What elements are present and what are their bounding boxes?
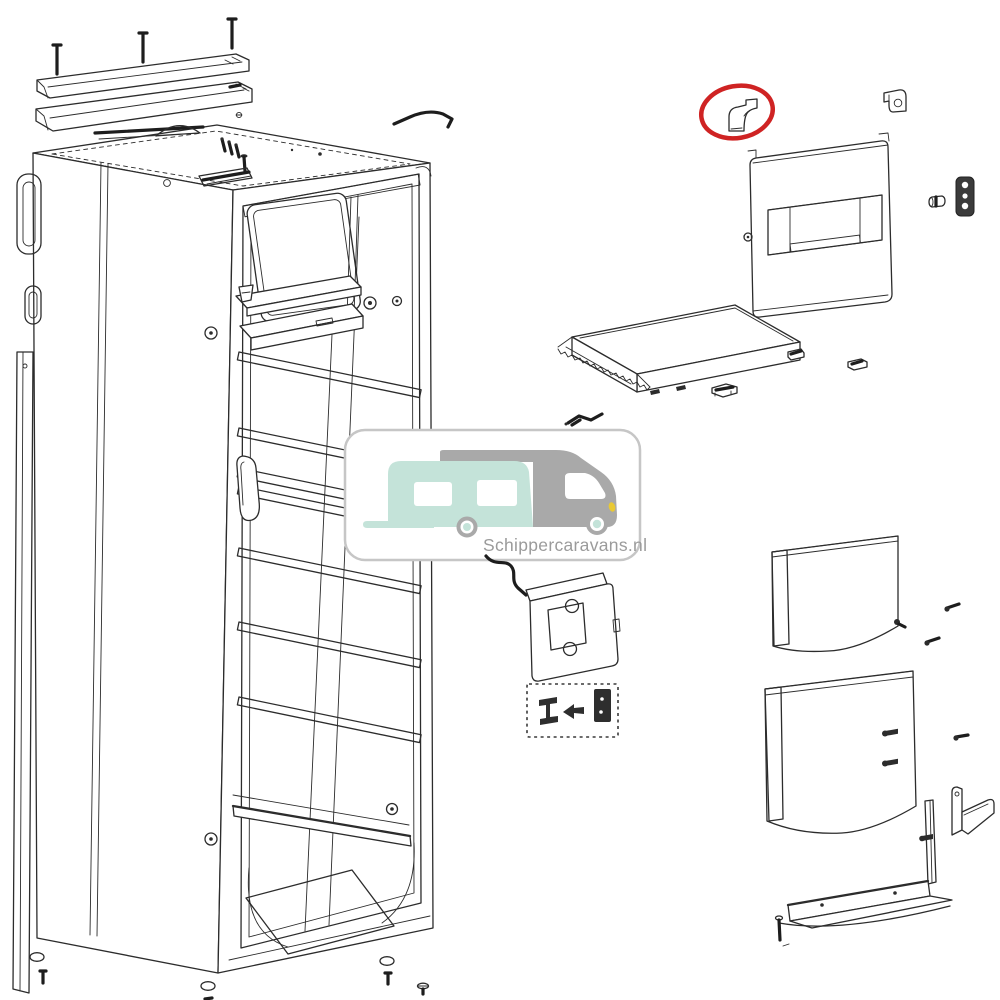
door-screw [743, 232, 753, 242]
kit-bracket [539, 697, 558, 725]
lower-tray [239, 303, 364, 351]
serrated-edge [557, 348, 651, 391]
hinge-bolt [928, 195, 946, 208]
installation-kit-box [526, 683, 619, 738]
drain-rail [774, 879, 953, 947]
highlight-ellipse [699, 83, 775, 141]
mounting-rail-upper [36, 53, 250, 99]
watermark-text: Schippercaravans.nl [483, 535, 647, 555]
evaporator-tray [557, 304, 805, 395]
motorhome-windshield [565, 473, 606, 499]
top-bracket [198, 167, 253, 187]
side-screw-boss [204, 832, 218, 846]
hinge-boss [391, 295, 403, 307]
power-cable [484, 554, 528, 597]
door-window-frame [767, 194, 883, 256]
hinge-plate [955, 176, 975, 217]
grille-screws-upper [924, 602, 961, 646]
side-panel-seam [89, 162, 109, 937]
vent-grille-upper [771, 535, 907, 653]
motorhome-body [440, 450, 617, 527]
winter-cover-elbow-2 [883, 89, 907, 113]
cabinet-top-hardware [93, 110, 454, 187]
vent-grille-lower [764, 670, 917, 834]
side-screw-boss [204, 326, 218, 340]
kit-plate [594, 689, 611, 722]
bottom-grate [245, 869, 395, 955]
bottom-rail [231, 794, 412, 847]
retaining-clips [564, 358, 868, 427]
shelf-bracket [236, 455, 260, 522]
bottom-trough [247, 842, 415, 948]
control-unit [525, 572, 621, 682]
side-trim-strip [12, 351, 34, 994]
freezer-door-panel [743, 132, 893, 318]
headlight [608, 502, 616, 512]
corner-bracket [951, 786, 995, 836]
handle-loops [16, 173, 42, 325]
levelling-feet [29, 952, 430, 1000]
watermark: Schippercaravans.nl [343, 428, 647, 562]
top-face-dashed-outline [51, 130, 411, 187]
winter-cover-elbow [728, 98, 758, 132]
caravan-window [477, 480, 517, 506]
mounting-rail-lower [35, 81, 253, 132]
shelf-rails [236, 351, 422, 744]
cabinet-front-face [217, 162, 434, 974]
cabinet-side-face [32, 152, 234, 974]
caravan-window [414, 482, 452, 506]
baffle-strip [919, 799, 937, 885]
caravan-body [388, 461, 533, 527]
wire-handle [392, 110, 454, 129]
motorhome-wheel-hub [592, 519, 602, 529]
grille-screw-right [953, 733, 970, 741]
caravan-wheel-hub [463, 523, 471, 531]
left-arrow-icon [563, 704, 584, 719]
drain-boss [385, 802, 399, 816]
hinge-boss [363, 296, 377, 310]
refrigerator-cabinet [12, 110, 454, 1000]
mounting-screws-top [51, 17, 238, 76]
drip-tray [235, 275, 362, 317]
